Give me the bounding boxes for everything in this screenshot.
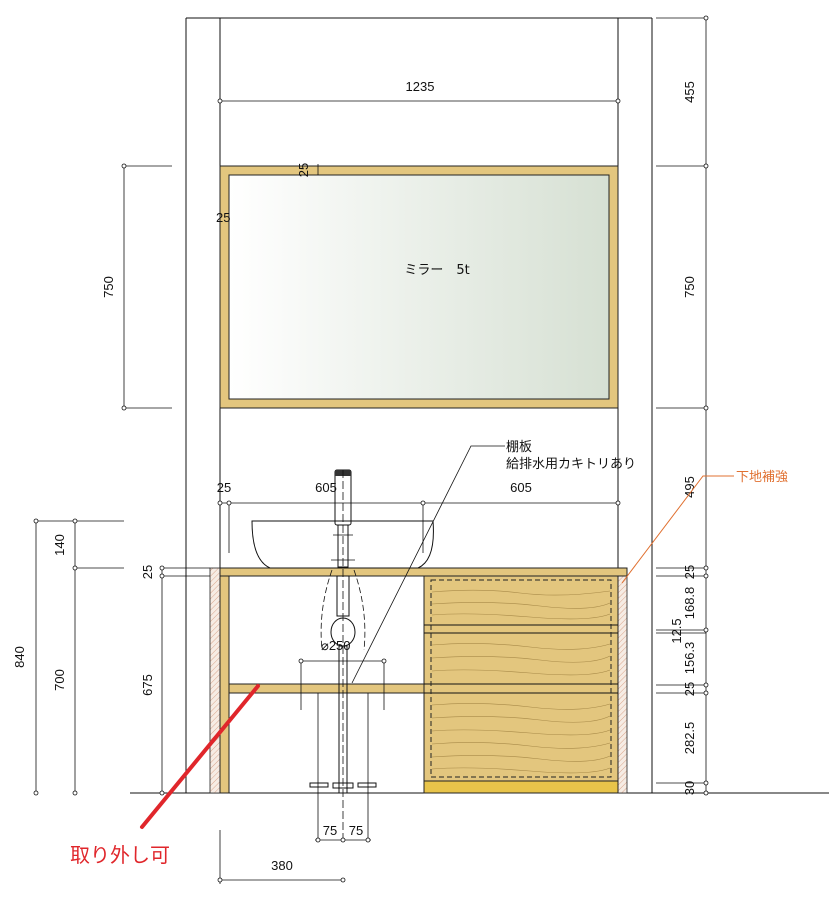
dims-left: 750 840 140 700 25 675 bbox=[12, 163, 210, 796]
dimension-label: 30 bbox=[682, 781, 697, 795]
dims-top: 25 605 605 bbox=[217, 480, 621, 553]
dimension-label: 700 bbox=[52, 669, 67, 691]
dims-right: 455 750 495 25 168.8 12.5 156.3 25 282.5… bbox=[656, 15, 709, 796]
mirror: ミラー 5t 25 25 bbox=[216, 163, 619, 409]
left-reinforcement-panel bbox=[209, 567, 221, 794]
dimension-label: 75 bbox=[349, 823, 363, 838]
dimension-label: 282.5 bbox=[682, 722, 697, 755]
dimension-label: 750 bbox=[682, 276, 697, 298]
dimension-label: 675 bbox=[140, 674, 155, 696]
vanity-cabinet bbox=[209, 567, 628, 794]
dimension-label: 12.5 bbox=[669, 618, 684, 643]
trap-radius-label: ⌀250 bbox=[321, 638, 351, 653]
faucet-and-plumbing: ⌀250 bbox=[298, 469, 387, 840]
dimension-label: 25 bbox=[140, 565, 155, 579]
dims-bottom: 75 75 380 bbox=[217, 823, 371, 884]
dimension-label: 25 bbox=[682, 682, 697, 696]
shelf-callout: 棚板 給排水用カキトリあり bbox=[351, 440, 636, 684]
dimension-label: 25 bbox=[217, 480, 231, 495]
dimension-label: 168.8 bbox=[682, 587, 697, 620]
dimension-label: 156.3 bbox=[682, 642, 697, 675]
drawer-unit bbox=[423, 575, 619, 782]
dimension-label: 下地補強 bbox=[736, 470, 788, 485]
dimension-label: 750 bbox=[101, 276, 116, 298]
dimension-label: 455 bbox=[682, 81, 697, 103]
countertop bbox=[219, 567, 628, 577]
dimension-label: 495 bbox=[682, 476, 697, 498]
dimension-label: 605 bbox=[315, 480, 337, 495]
dimension-label: 140 bbox=[52, 534, 67, 556]
dim-width-overall: 1235 bbox=[217, 79, 621, 104]
reinforcement-callout: 下地補強 bbox=[621, 470, 788, 584]
dimension-label: 380 bbox=[271, 858, 293, 873]
dimension-label: 給排水用カキトリあり bbox=[506, 457, 636, 472]
dimension-label: 25 bbox=[216, 210, 230, 225]
dimension-label: 1235 bbox=[406, 79, 435, 94]
dimension-label: 75 bbox=[323, 823, 337, 838]
dimension-label: 840 bbox=[12, 646, 27, 668]
dimension-label: 25 bbox=[682, 565, 697, 579]
removable-callout: 取り外し可 bbox=[70, 684, 260, 867]
dimension-label: 605 bbox=[510, 480, 532, 495]
dimension-label: 取り外し可 bbox=[70, 843, 170, 867]
dimension-label: 25 bbox=[296, 163, 311, 177]
right-reinforcement-panel bbox=[617, 575, 628, 794]
left-post bbox=[219, 575, 230, 794]
mirror-label: ミラー 5t bbox=[404, 263, 469, 278]
dimension-label: 棚板 bbox=[506, 440, 532, 455]
wash-basin bbox=[251, 520, 434, 569]
